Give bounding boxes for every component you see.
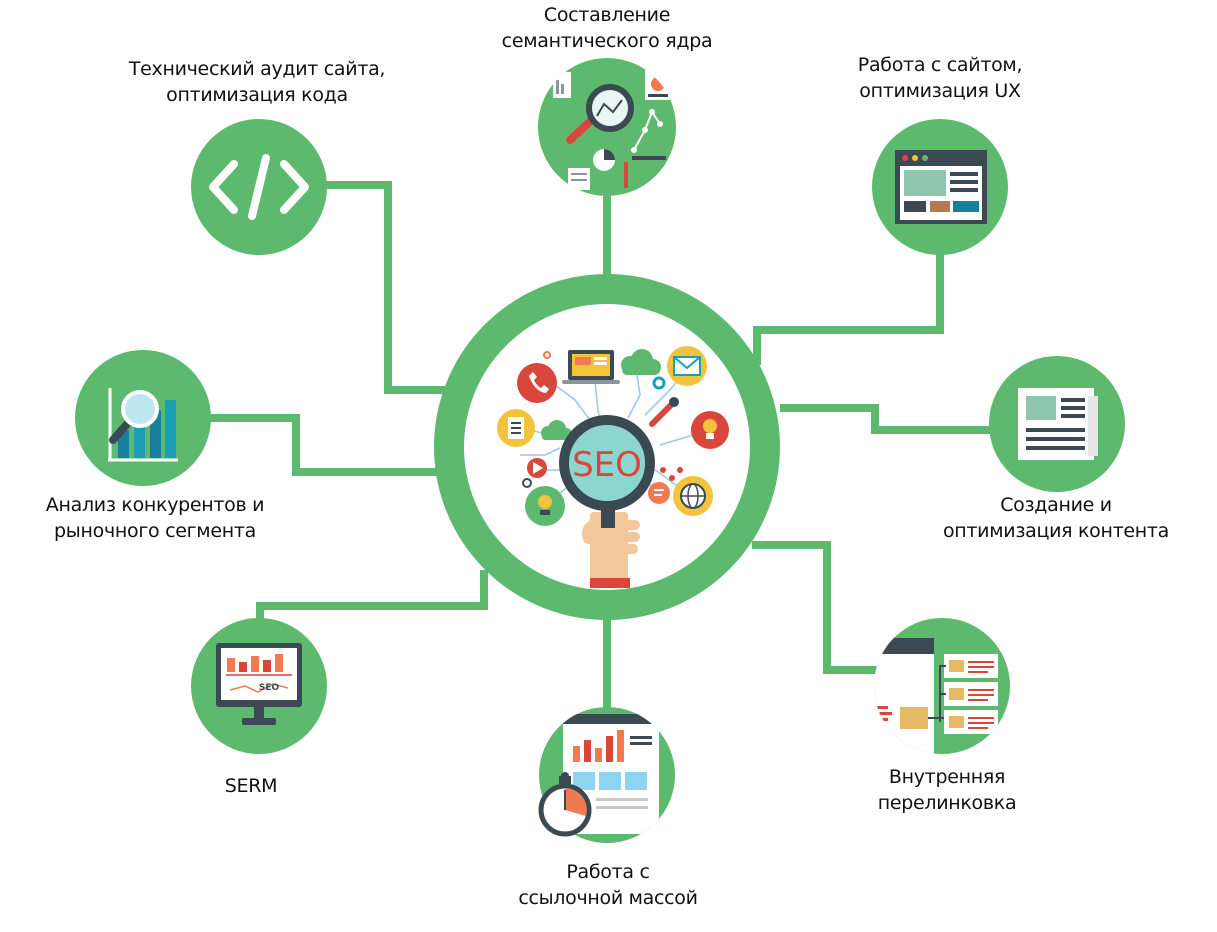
laptop-icon bbox=[562, 350, 620, 384]
newspaper-icon bbox=[1018, 388, 1098, 460]
label-semantic-core: Составление семантического ядра bbox=[502, 2, 713, 54]
connector-tech-audit bbox=[320, 181, 445, 394]
node-tech-audit bbox=[191, 119, 327, 255]
center-seo-text: SEO bbox=[572, 445, 642, 485]
label-line: Создание и bbox=[1000, 494, 1112, 516]
connector-content bbox=[780, 404, 995, 434]
browser-window-icon bbox=[895, 150, 987, 224]
label-line: Анализ конкурентов и bbox=[45, 494, 265, 516]
label-line: рыночного сегмента bbox=[54, 520, 256, 542]
seo-monitor-icon: SEO bbox=[216, 643, 302, 725]
label-line: семантического ядра bbox=[501, 30, 713, 52]
gear-icon bbox=[652, 376, 666, 390]
label-line: Работа с сайтом, bbox=[857, 54, 1023, 76]
stopwatch-report-icon bbox=[538, 714, 659, 837]
label-line: оптимизация кода bbox=[166, 84, 348, 106]
seo-magnifier-hand-icon: SEO bbox=[559, 415, 655, 588]
connector-interlinking bbox=[752, 541, 878, 674]
node-content bbox=[989, 356, 1125, 492]
connector-site-ux bbox=[753, 248, 944, 365]
node-site-ux bbox=[872, 119, 1008, 255]
node-interlinking bbox=[874, 618, 1010, 754]
label-serm: SERM bbox=[224, 773, 278, 799]
central-hub: SEO bbox=[434, 274, 780, 620]
gear-icon bbox=[522, 478, 532, 488]
label-interlinking: Внутренняя перелинковка bbox=[878, 764, 1017, 816]
label-links: Работа с ссылочной массой bbox=[518, 859, 698, 911]
node-semantic-core bbox=[538, 58, 676, 196]
wrench-icon bbox=[649, 397, 679, 427]
phone-icon bbox=[517, 363, 557, 403]
label-line: Составление bbox=[543, 4, 671, 26]
code-brackets-icon bbox=[209, 154, 309, 220]
network-nodes-icon bbox=[660, 467, 683, 481]
label-line: SERM bbox=[224, 775, 278, 797]
gear-icon bbox=[543, 351, 551, 359]
label-site-ux: Работа с сайтом, оптимизация UX bbox=[857, 52, 1023, 104]
label-tech-audit: Технический аудит сайта, оптимизация код… bbox=[128, 56, 386, 108]
label-line: ссылочной массой bbox=[518, 887, 698, 909]
svg-text:SEO: SEO bbox=[259, 683, 280, 693]
label-competitors: Анализ конкурентов и рыночного сегмента bbox=[45, 492, 265, 544]
node-links bbox=[538, 707, 675, 843]
bar-chart-magnifier-icon bbox=[108, 388, 178, 462]
cloud-upload-icon bbox=[541, 420, 572, 440]
label-line: Технический аудит сайта, bbox=[128, 58, 386, 80]
cloud-icon bbox=[621, 349, 661, 375]
label-line: Работа с bbox=[566, 861, 650, 883]
label-line: Внутренняя bbox=[888, 766, 1006, 788]
node-serm: SEO bbox=[191, 618, 327, 754]
connector-serm bbox=[256, 570, 488, 632]
connector-competitors bbox=[200, 414, 445, 476]
label-line: оптимизация контента bbox=[942, 520, 1170, 542]
label-line: перелинковка bbox=[877, 792, 1017, 814]
label-line: оптимизация UX bbox=[859, 80, 1021, 102]
node-competitors bbox=[75, 350, 211, 486]
chat-icon bbox=[648, 482, 670, 504]
label-content: Создание и оптимизация контента bbox=[943, 492, 1169, 544]
